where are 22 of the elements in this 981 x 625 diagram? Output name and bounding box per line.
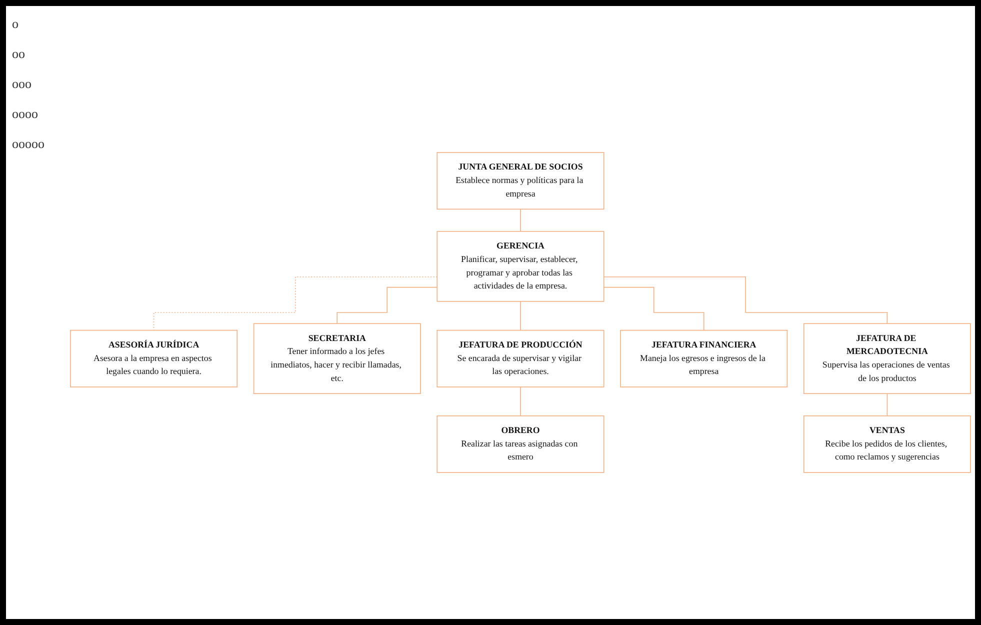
level-marker: oooo bbox=[12, 106, 39, 122]
connector bbox=[603, 286, 704, 331]
node-box: JEFATURA DE MERCADOTECNIA Supervisa las operaciones de ventas de los productos bbox=[803, 323, 971, 394]
connector bbox=[520, 208, 521, 232]
connector bbox=[153, 276, 438, 331]
level-marker: ooooo bbox=[12, 136, 46, 152]
node-box: OBRERO Realizar las tareas asignadas con esmero bbox=[436, 415, 604, 473]
node-box: JEFATURA DE PRODUCCIÓN Se encarada de supervisar y vigilar las operaciones. bbox=[436, 330, 604, 388]
level-marker: ooo bbox=[12, 76, 32, 92]
level-marker: oo bbox=[12, 46, 26, 62]
connector bbox=[336, 286, 438, 324]
connector bbox=[520, 300, 521, 331]
node-box: JUNTA GENERAL DE SOCIOS Establece normas y políticas para la empresa bbox=[436, 152, 604, 210]
connector bbox=[520, 386, 521, 416]
node-box: SECRETARIA Tener informado a los jefes inmediatos, hacer y recibir llamadas, etc. bbox=[253, 323, 421, 394]
node-box: GERENCIA Planificar, supervisar, establecer, programar y aprobar todas las actividades de la empresa. bbox=[436, 230, 604, 302]
connector bbox=[603, 276, 888, 324]
node-box: JEFATURA FINANCIERA Maneja los egresos e ingresos de la empresa bbox=[620, 330, 788, 388]
node-box: VENTAS Recibe los pedidos de los clientes, como reclamos y sugerencias bbox=[803, 415, 971, 473]
connector bbox=[886, 393, 888, 416]
node-box: ASESORÍA JURÍDICA Asesora a la empresa en aspectos legales cuando lo requiera. bbox=[70, 330, 238, 388]
level-marker: o bbox=[12, 16, 20, 32]
